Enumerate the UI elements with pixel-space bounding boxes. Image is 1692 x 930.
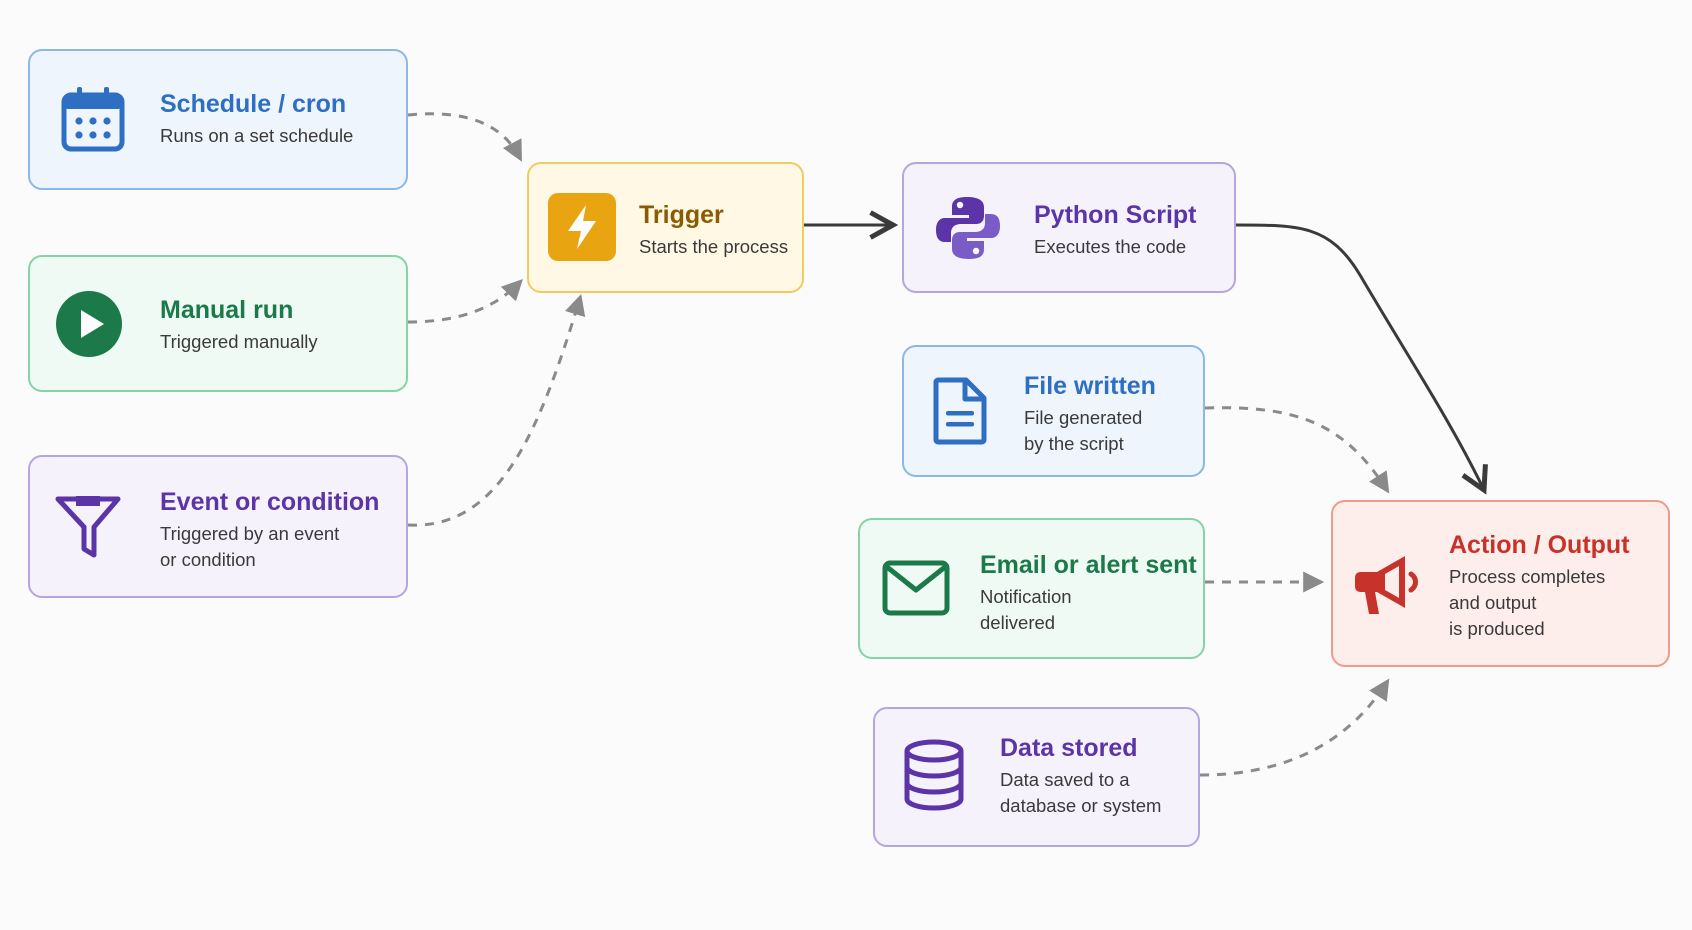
- python-script-node[interactable]: Python Script Executes the code: [902, 162, 1236, 293]
- data-stored-line-2: database or system: [1000, 795, 1162, 816]
- connector-file-to-action: [1204, 406, 1390, 494]
- file-written-line-1: File generated: [1024, 407, 1143, 428]
- data-stored-node[interactable]: Data stored Data saved to a database or …: [873, 707, 1200, 847]
- event-condition-line-2: or condition: [160, 549, 256, 570]
- database-icon: [903, 739, 965, 811]
- action-output-line-3: is produced: [1449, 618, 1545, 639]
- connector-schedule-to-trigger: [407, 112, 522, 162]
- email-alert-title: Email or alert sent: [980, 551, 1197, 579]
- file-written-title: File written: [1024, 372, 1156, 400]
- play-icon: [55, 290, 123, 358]
- email-alert-node[interactable]: Email or alert sent Notification deliver…: [858, 518, 1205, 659]
- lightning-icon: [548, 193, 616, 261]
- action-output-node[interactable]: Action / Output Process completes and ou…: [1331, 500, 1670, 667]
- event-condition-node[interactable]: Event or condition Triggered by an event…: [28, 455, 408, 598]
- data-stored-title: Data stored: [1000, 734, 1138, 762]
- trigger-node[interactable]: Trigger Starts the process: [527, 162, 804, 293]
- trigger-title: Trigger: [639, 201, 724, 229]
- schedule-title: Schedule / cron: [160, 90, 347, 118]
- connector-manual-to-trigger: [407, 278, 523, 324]
- action-output-line-1: Process completes: [1449, 566, 1606, 587]
- email-alert-line-2: delivered: [980, 612, 1056, 633]
- action-output-line-2: and output: [1449, 592, 1537, 613]
- schedule-node[interactable]: Schedule / cron Runs on a set schedule: [28, 49, 408, 190]
- email-alert-line-1: Notification: [980, 586, 1072, 607]
- envelope-icon: [882, 560, 950, 616]
- file-written-node[interactable]: File written File generated by the scrip…: [902, 345, 1205, 477]
- file-written-line-2: by the script: [1024, 433, 1124, 454]
- data-stored-line-1: Data saved to a: [1000, 769, 1130, 790]
- action-output-title: Action / Output: [1449, 531, 1630, 559]
- manual-run-line-1: Triggered manually: [160, 331, 318, 352]
- event-condition-line-1: Triggered by an event: [160, 523, 340, 544]
- connector-data-to-action: [1199, 678, 1390, 777]
- schedule-line-1: Runs on a set schedule: [160, 125, 354, 146]
- python-script-line-1: Executes the code: [1034, 236, 1187, 257]
- manual-run-node[interactable]: Manual run Triggered manually: [28, 255, 408, 392]
- event-condition-title: Event or condition: [160, 488, 380, 516]
- funnel-icon: [54, 493, 122, 561]
- connector-python-to-action: [1235, 223, 1484, 490]
- document-icon: [932, 377, 988, 445]
- connector-event-to-trigger: [407, 293, 586, 527]
- calendar-icon: [60, 85, 126, 155]
- megaphone-icon: [1351, 550, 1425, 618]
- trigger-line-1: Starts the process: [639, 236, 789, 257]
- manual-run-title: Manual run: [160, 296, 294, 324]
- python-logo-icon: [934, 194, 1002, 262]
- python-script-title: Python Script: [1034, 201, 1197, 229]
